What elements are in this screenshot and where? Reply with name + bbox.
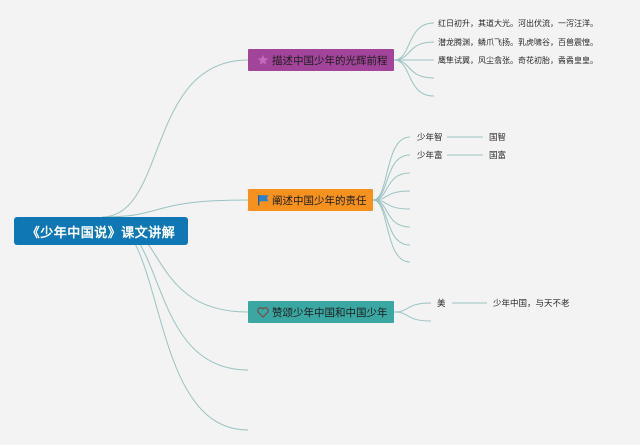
leaf-topic[interactable]: 潜龙腾渊，鳞爪飞扬。乳虎啸谷，百兽震惶。 <box>438 37 598 47</box>
root-topic[interactable]: 《少年中国说》课文讲解 <box>14 217 188 245</box>
branch-topic-responsibility[interactable]: 阐述中国少年的责任 <box>248 189 373 211</box>
flag-icon <box>256 194 270 206</box>
connector-line <box>393 59 435 79</box>
connector-line <box>372 136 411 201</box>
leaf-topic[interactable]: 鹰隼试翼，风尘翕张。奇花初胎，矞矞皇皇。 <box>438 55 598 65</box>
root-topic-label: 《少年中国说》课文讲解 <box>26 225 176 241</box>
leaf-topic[interactable]: 少年富 <box>417 151 443 161</box>
leaf-topic[interactable]: 少年智 <box>417 133 443 143</box>
connector-line <box>393 311 432 322</box>
connector-line <box>372 154 411 201</box>
leaf-subtopic[interactable]: 国富 <box>489 151 507 161</box>
connector-line <box>393 41 435 61</box>
connector-line <box>372 199 411 228</box>
connector-line <box>393 302 432 313</box>
branch-topic-label: 描述中国少年的光辉前程 <box>272 54 388 67</box>
connector-line <box>393 59 435 97</box>
leaf-subtopic[interactable]: 国智 <box>489 133 507 143</box>
star-icon <box>256 54 270 66</box>
leaf-topic[interactable]: 红日初升，其道大光。河出伏流，一泻汪洋。 <box>438 18 598 28</box>
leaf-topic[interactable]: 美 <box>437 299 446 309</box>
leaf-subtopic[interactable]: 少年中国，与天不老 <box>493 299 570 309</box>
connector-line <box>372 199 411 246</box>
branch-topic-praise[interactable]: 赞颂少年中国和中国少年 <box>248 301 394 323</box>
branch-topic-bright-future[interactable]: 描述中国少年的光辉前程 <box>248 49 394 71</box>
connector-line <box>101 59 249 218</box>
branch-topic-label: 赞颂少年中国和中国少年 <box>272 306 388 319</box>
branch-topic-label: 阐述中国少年的责任 <box>272 194 367 207</box>
connector-line <box>372 199 411 263</box>
heart-icon <box>256 306 270 318</box>
connector-line <box>393 22 435 61</box>
connector-line <box>101 199 249 218</box>
connector-line <box>372 172 411 201</box>
